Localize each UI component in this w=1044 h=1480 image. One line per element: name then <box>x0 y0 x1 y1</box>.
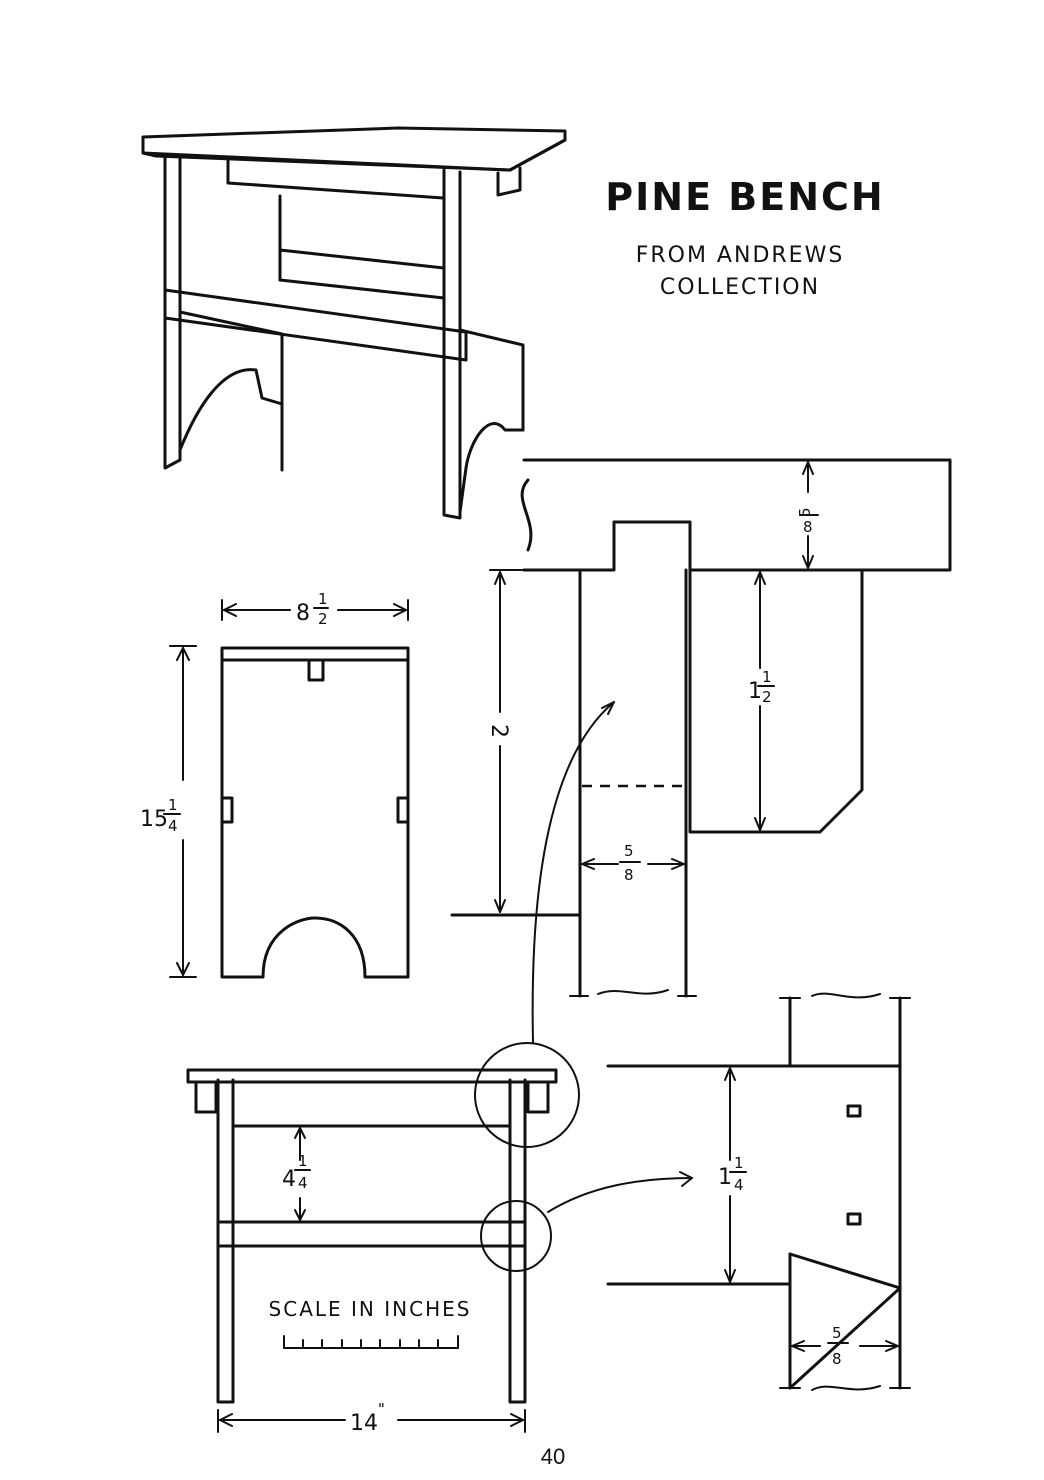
svg-text:4: 4 <box>734 1176 744 1194</box>
svg-text:1: 1 <box>762 668 772 686</box>
svg-text:2: 2 <box>318 610 328 628</box>
dimension-leg-thickness: 5 8 <box>620 842 640 884</box>
svg-text:1: 1 <box>718 1165 732 1190</box>
svg-text:1: 1 <box>734 1154 744 1172</box>
page-title: PINE BENCH <box>605 175 884 219</box>
svg-text:1: 1 <box>748 679 762 704</box>
dimension-mortise-depth: 2 <box>486 724 511 738</box>
svg-text:1: 1 <box>318 590 328 608</box>
subtitle-line-1: FROM ANDREWS <box>636 243 845 268</box>
svg-text:": " <box>378 1400 385 1418</box>
stretcher-joint-detail: 1 1 4 5 8 <box>548 994 910 1390</box>
svg-text:5: 5 <box>832 1324 842 1342</box>
dimension-stretcher-height: 1 1 4 <box>718 1154 746 1194</box>
svg-text:8: 8 <box>832 1350 842 1368</box>
svg-text:4: 4 <box>282 1167 296 1192</box>
svg-text:1: 1 <box>298 1152 308 1170</box>
top-joint-detail: 5 8 2 1 1 2 5 8 <box>452 460 950 1042</box>
dimension-overall-length: 14 <box>350 1411 378 1436</box>
svg-text:8: 8 <box>624 866 634 884</box>
page-number: 40 <box>541 1444 565 1469</box>
dimension-end-width: 8 1 2 <box>296 590 328 628</box>
dimension-apron-gap: 4 1 4 <box>282 1152 310 1192</box>
svg-text:5: 5 <box>624 842 634 860</box>
dimension-top-thickness: 5 8 <box>796 507 818 536</box>
svg-text:2: 2 <box>762 688 772 706</box>
front-view: 4 1 4 SCALE IN INCHES 14 " <box>188 1043 579 1436</box>
svg-text:4: 4 <box>298 1174 308 1192</box>
svg-text:8: 8 <box>803 518 813 536</box>
dimension-end-height: 15 1 4 <box>140 796 180 835</box>
dimension-apron-height: 1 1 2 <box>748 668 774 706</box>
end-view: 8 1 2 15 1 4 <box>140 590 408 977</box>
scale-bar <box>284 1336 458 1348</box>
svg-text:15: 15 <box>140 807 168 832</box>
svg-text:8: 8 <box>296 601 310 626</box>
subtitle-line-2: COLLECTION <box>660 275 820 300</box>
perspective-view <box>143 128 565 518</box>
detail-circle-stretcher <box>481 1201 551 1271</box>
svg-text:4: 4 <box>168 817 178 835</box>
svg-text:1: 1 <box>168 796 178 814</box>
scale-label: SCALE IN INCHES <box>269 1297 472 1321</box>
